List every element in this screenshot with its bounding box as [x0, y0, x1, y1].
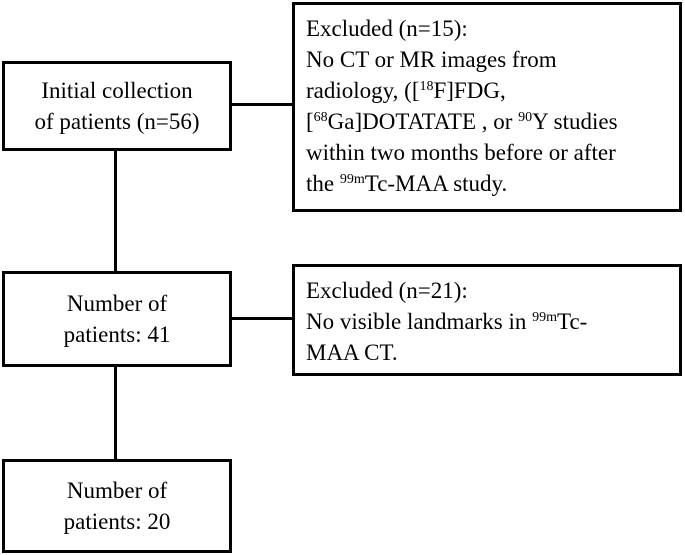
connector-middle-to-final: [114, 364, 117, 462]
excluded-1-title: Excluded (n=15):: [306, 16, 468, 41]
middle-patients-line-1: Number of: [66, 291, 168, 316]
excluded-box-1: Excluded (n=15): No CT or MR images from…: [292, 2, 682, 212]
middle-patients-line-2: patients: 41: [63, 322, 171, 347]
excluded-1-line-6: the 99mTc-MAA study.: [306, 171, 508, 196]
connector-initial-to-excluded1: [229, 103, 295, 106]
final-patients-line-1: Number of: [66, 478, 168, 503]
excluded-2-line-3: MAA CT.: [306, 340, 398, 365]
excluded-1-line-3: radiology, ([18F]FDG,: [306, 78, 506, 103]
connector-middle-to-excluded2: [229, 317, 295, 320]
excluded-2-title: Excluded (n=21):: [306, 278, 468, 303]
final-patients-line-2: patients: 20: [63, 509, 171, 534]
excluded-1-line-5: within two months before or after: [306, 140, 616, 165]
middle-patients-box: Number of patients: 41: [2, 271, 232, 367]
initial-collection-line-1: Initial collection: [41, 78, 193, 103]
excluded-2-line-2: No visible landmarks in 99mTc-: [306, 309, 588, 334]
excluded-1-line-4: [68Ga]DOTATATE , or 90Y studies: [306, 109, 618, 134]
initial-collection-line-2: of patients (n=56): [34, 109, 200, 134]
final-patients-box: Number of patients: 20: [2, 459, 232, 553]
initial-collection-box: Initial collection of patients (n=56): [2, 61, 232, 151]
excluded-1-line-2: No CT or MR images from: [306, 47, 557, 72]
excluded-box-2: Excluded (n=21): No visible landmarks in…: [292, 264, 682, 376]
connector-initial-to-middle: [114, 148, 117, 274]
